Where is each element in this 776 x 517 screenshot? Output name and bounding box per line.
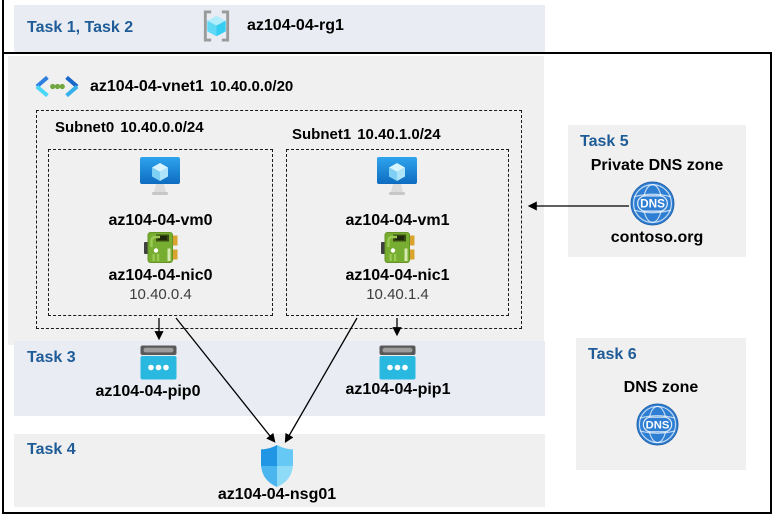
task3-band bbox=[14, 341, 545, 416]
subnet1-cidr: 10.40.1.0/24 bbox=[357, 126, 441, 143]
virtual-network-icon bbox=[35, 75, 79, 98]
private-dns-zone-name: contoso.org bbox=[610, 229, 704, 246]
vnet-name: az104-04-vnet1 bbox=[90, 78, 204, 95]
subnet1-dashed-box bbox=[286, 149, 509, 316]
task5-label: Task 5 bbox=[580, 133, 629, 150]
nic1-ip: 10.40.1.4 bbox=[366, 286, 429, 303]
nic0-icon bbox=[144, 232, 178, 263]
pip1-name: az104-04-pip1 bbox=[345, 381, 451, 398]
task4-label: Task 4 bbox=[27, 441, 76, 458]
nic0-ip: 10.40.0.4 bbox=[129, 286, 192, 303]
dns-icon-text: DNS bbox=[646, 419, 670, 431]
task6-label: Task 6 bbox=[588, 346, 637, 363]
subnet0-dashed-box bbox=[48, 149, 273, 316]
nsg-name: az104-04-nsg01 bbox=[217, 486, 337, 503]
nic1-icon bbox=[381, 232, 415, 263]
task3-label: Task 3 bbox=[27, 349, 76, 366]
vm1-icon bbox=[377, 157, 417, 195]
dns-icon-text: DNS bbox=[640, 198, 665, 211]
private-dns-zone-title: Private DNS zone bbox=[590, 157, 724, 174]
nsg-shield-icon bbox=[261, 445, 293, 487]
subnet1-title: Subnet1 10.40.1.0/24 bbox=[292, 126, 441, 143]
vm0-name: az104-04-vm0 bbox=[108, 212, 213, 229]
pip1-icon bbox=[379, 345, 416, 380]
vnet-panel bbox=[8, 56, 544, 345]
resource-group-icon bbox=[203, 10, 230, 42]
pip0-name: az104-04-pip0 bbox=[95, 383, 201, 400]
subnet1-name: Subnet1 bbox=[292, 126, 352, 143]
task-1-2-label: Task 1, Task 2 bbox=[27, 19, 134, 36]
vnet-title: az104-04-vnet1 10.40.0.0/20 bbox=[90, 78, 293, 96]
resource-group-name: az104-04-rg1 bbox=[247, 17, 344, 34]
dns-zone-icon: DNS bbox=[636, 403, 679, 446]
vm0-icon bbox=[140, 157, 180, 195]
vnet-dashed-boundary bbox=[36, 110, 522, 329]
dns-zone-title: DNS zone bbox=[623, 379, 699, 396]
subnet0-title: Subnet0 10.40.0.0/24 bbox=[55, 119, 204, 136]
private-dns-zone-icon: DNS bbox=[630, 181, 675, 226]
pip0-icon bbox=[140, 345, 177, 380]
vnet-cidr: 10.40.0.0/20 bbox=[209, 78, 294, 95]
subnet0-cidr: 10.40.0.0/24 bbox=[120, 119, 204, 136]
subnet0-name: Subnet0 bbox=[55, 119, 115, 136]
canvas-left-border-segment bbox=[2, 0, 4, 52]
vm1-name: az104-04-vm1 bbox=[345, 212, 450, 229]
resource-group-band bbox=[14, 5, 545, 52]
nic1-name: az104-04-nic1 bbox=[345, 267, 450, 284]
nic0-name: az104-04-nic0 bbox=[108, 267, 213, 284]
